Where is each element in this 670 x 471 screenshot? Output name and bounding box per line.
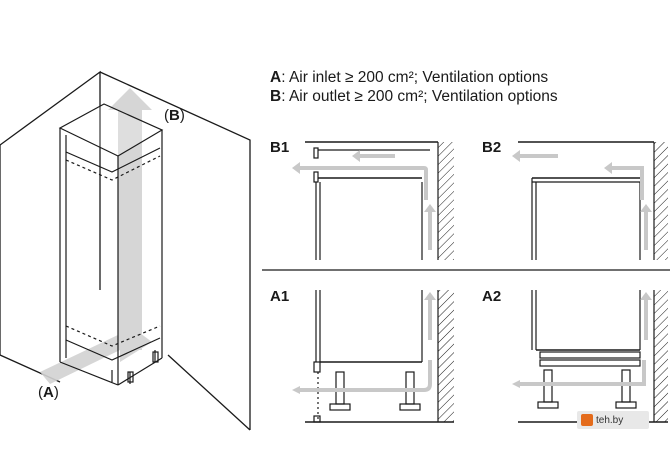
legend-a: A: Air inlet ≥ 200 cm²; Ventilation opti… xyxy=(270,68,558,87)
panel-b1-arrows xyxy=(292,150,436,250)
legend-b-text: : Air outlet ≥ 200 cm²; Ventilation opti… xyxy=(281,88,558,105)
panel-label-a1: A1 xyxy=(270,288,290,305)
panel-a1 xyxy=(305,290,454,423)
panel-a1-arrows xyxy=(292,292,436,394)
panel-b1 xyxy=(305,141,454,260)
watermark-badge: teh.by xyxy=(577,411,649,429)
callout-a-open: ( xyxy=(38,384,43,401)
legend-a-key: A xyxy=(270,69,282,86)
callout-b-key: B xyxy=(169,107,180,124)
panel-label-a2: A2 xyxy=(482,288,502,305)
right-wall xyxy=(99,71,251,430)
panel-a2-arrows xyxy=(512,292,652,388)
legend: A: Air inlet ≥ 200 cm²; Ventilation opti… xyxy=(270,68,558,106)
callout-a-close: ) xyxy=(53,384,59,401)
airflow-arrow xyxy=(40,88,152,384)
panel-label-b1: B1 xyxy=(270,139,290,156)
callout-a-key: A xyxy=(43,384,54,401)
callout-b-close: ) xyxy=(179,107,185,124)
cabinet-illustration xyxy=(0,70,251,431)
legend-b-key: B xyxy=(270,88,282,105)
watermark-text: teh.by xyxy=(596,414,624,426)
brand-logo-icon xyxy=(581,414,593,426)
callout-a: (A) xyxy=(38,384,59,401)
panel-b2 xyxy=(518,141,668,260)
panel-a2 xyxy=(518,290,668,423)
legend-b: B: Air outlet ≥ 200 cm²; Ventilation opt… xyxy=(270,87,558,106)
panel-label-b2: B2 xyxy=(482,139,502,156)
legend-a-text: : Air inlet ≥ 200 cm²; Ventilation optio… xyxy=(281,69,549,86)
panel-b2-arrows xyxy=(512,150,652,250)
callout-b-open: ( xyxy=(164,107,169,124)
tall-cabinet xyxy=(58,103,164,386)
callout-b: (B) xyxy=(164,107,185,124)
